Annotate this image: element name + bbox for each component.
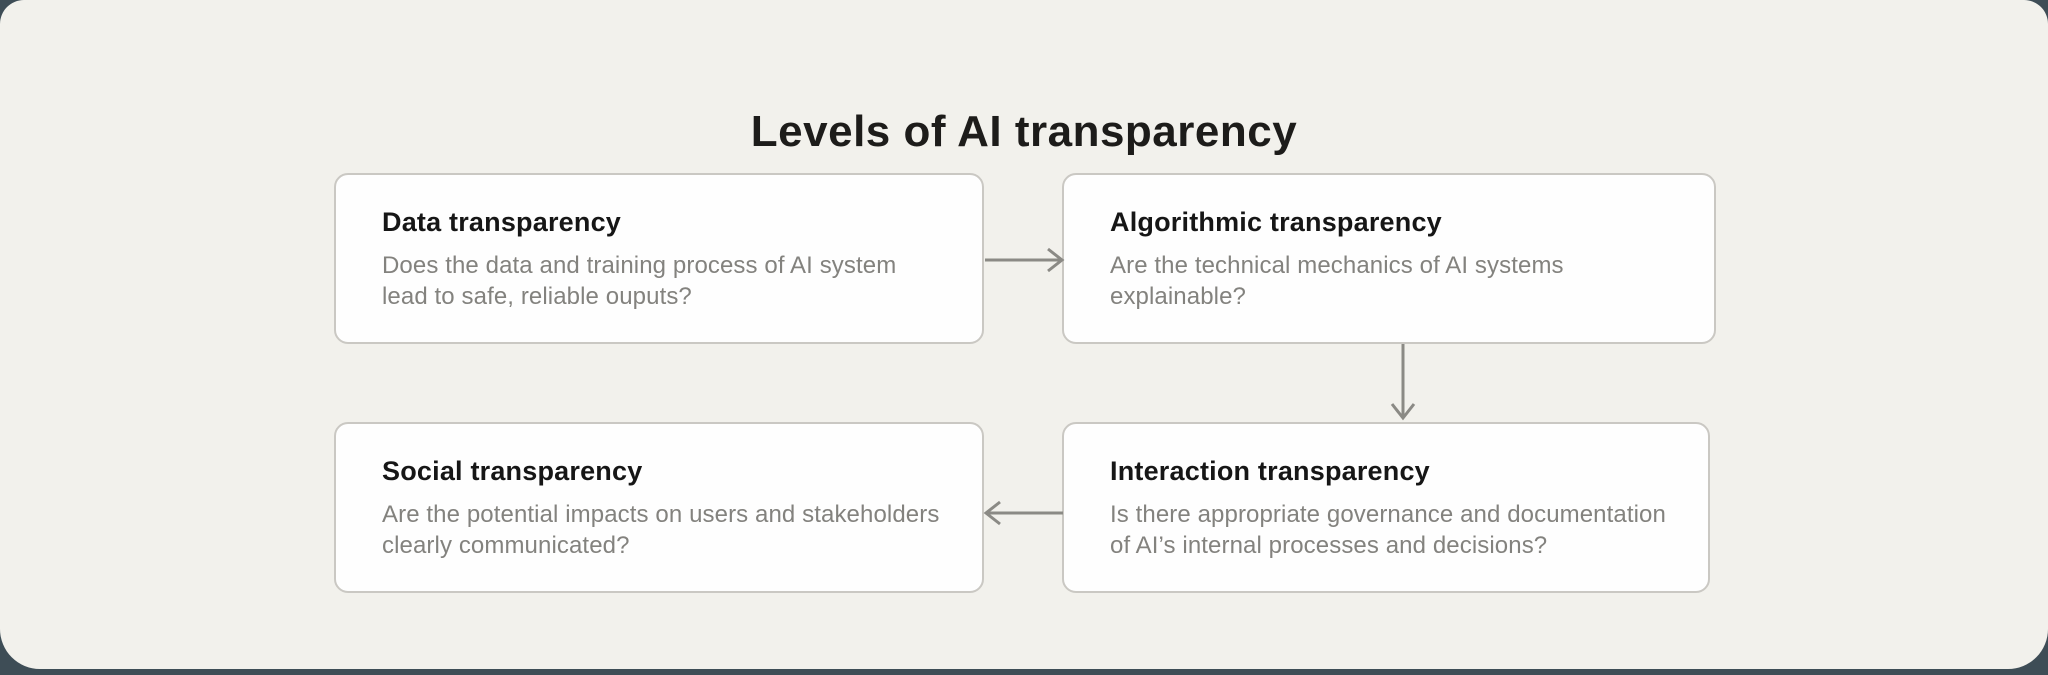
arrow-right-icon	[984, 245, 1066, 275]
page-title: Levels of AI transparency	[750, 107, 1298, 157]
arrow-down-icon	[1388, 344, 1418, 422]
node-description: Are the technical mechanics of AI system…	[1110, 252, 1564, 310]
node-social-transparency: Social transparency Are the potential im…	[334, 422, 984, 593]
node-title: Social transparency	[382, 456, 643, 486]
node-description: Is there appropriate governance and docu…	[1110, 501, 1666, 559]
node-title: Data transparency	[382, 207, 622, 237]
arrow-left-icon	[982, 498, 1064, 528]
node-algorithmic-transparency: Algorithmic transparency Are the technic…	[1062, 173, 1716, 344]
node-title: Interaction transparency	[1110, 456, 1430, 486]
node-interaction-transparency: Interaction transparency Is there approp…	[1062, 422, 1710, 593]
node-description: Does the data and training process of AI…	[382, 252, 897, 310]
node-data-transparency: Data transparency Does the data and trai…	[334, 173, 984, 344]
node-description: Are the potential impacts on users and s…	[382, 501, 940, 559]
node-title: Algorithmic transparency	[1110, 207, 1442, 237]
